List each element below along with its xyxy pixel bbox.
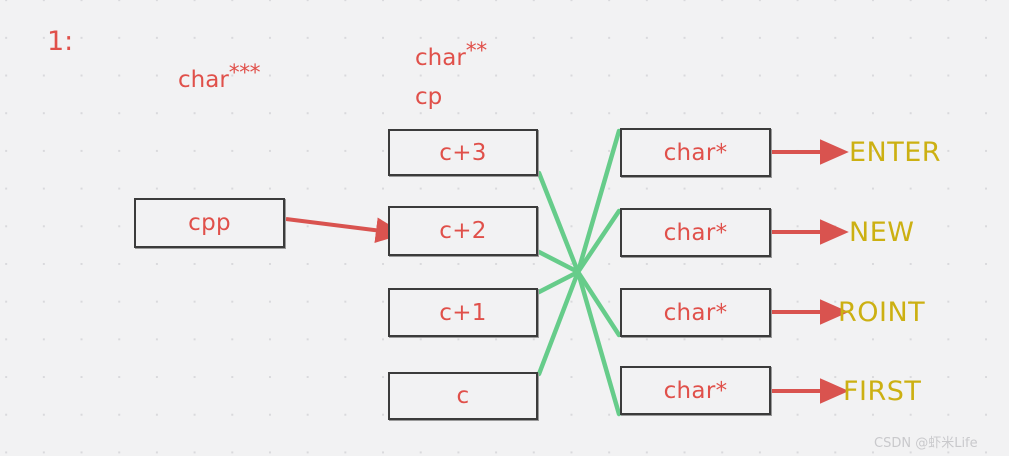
string-arrows [772, 139, 849, 404]
label-cp: cp [415, 84, 443, 110]
string-new: NEW [849, 217, 915, 248]
string-roint: ROINT [838, 297, 926, 328]
line-center-to-char1 [575, 128, 622, 275]
line-center-to-char4 [575, 269, 622, 417]
line-center-to-char3 [575, 269, 622, 338]
box-cp-plus-2[interactable]: c+2 [388, 206, 538, 256]
box-cpp[interactable]: cpp [134, 198, 285, 248]
crossing-lines [536, 128, 622, 417]
string-enter: ENTER [849, 137, 942, 168]
box-char-pointer-3[interactable]: char* [620, 288, 771, 337]
line-c-to-center [536, 269, 581, 377]
box-char-pointer-4[interactable]: char* [620, 366, 771, 415]
box-char-pointer-1[interactable]: char* [620, 128, 771, 177]
label-char-double-pointer: char** [415, 39, 487, 71]
line-cp2-to-center [536, 249, 581, 275]
line-cp3-to-center [536, 170, 581, 275]
line-cp1-to-center [536, 269, 581, 295]
box-cp-plus-3[interactable]: c+3 [388, 129, 538, 176]
csdn-watermark: CSDN @虾米Life [874, 436, 978, 451]
arrow-cpp-to-cp2 [285, 217, 405, 243]
line-center-to-char2 [575, 208, 622, 275]
box-char-pointer-2[interactable]: char* [620, 208, 771, 257]
page-title: 1: [47, 26, 74, 57]
string-first: FIRST [843, 376, 922, 407]
box-cp-plus-1[interactable]: c+1 [388, 288, 538, 337]
box-cp-plus-0[interactable]: c [388, 372, 538, 420]
label-char-triple-pointer: char*** [178, 61, 261, 93]
